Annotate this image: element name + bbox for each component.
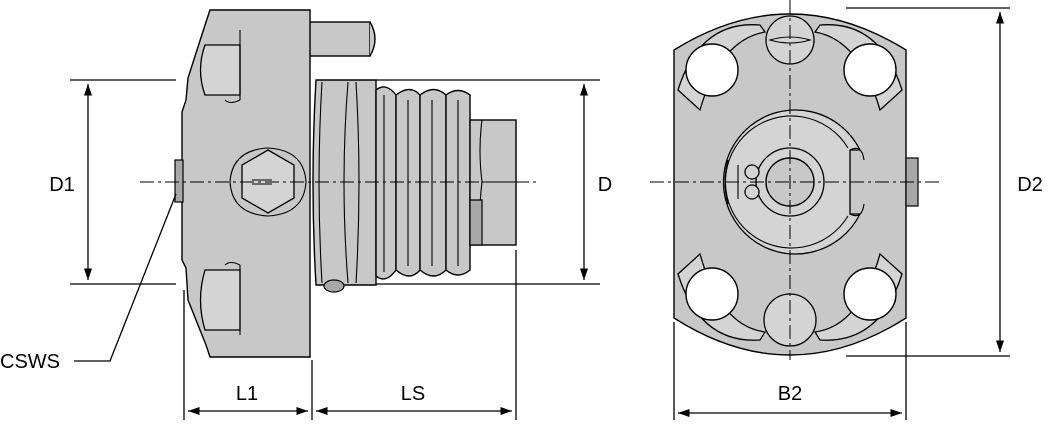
csws-leader: CSWS xyxy=(0,193,177,373)
csws-label: CSWS xyxy=(0,351,60,373)
mounting-hole-top-left xyxy=(685,43,739,97)
front-view xyxy=(650,0,940,360)
l1-label: L1 xyxy=(236,383,258,405)
d-label: D xyxy=(598,174,612,196)
side-view xyxy=(140,9,540,358)
d-dimension: D xyxy=(376,79,618,285)
d1-label: D1 xyxy=(49,174,75,196)
mounting-hole-bottom-left xyxy=(685,267,739,321)
length-dimensions: L1 LS xyxy=(183,250,517,420)
mounting-hole-bottom-right xyxy=(843,267,897,321)
b2-dimension: B2 xyxy=(673,322,907,420)
b2-label: B2 xyxy=(778,383,802,405)
top-pin xyxy=(305,21,376,57)
serrations xyxy=(375,86,471,280)
d2-dimension: D2 xyxy=(846,7,1049,357)
ls-label: LS xyxy=(401,383,425,405)
mounting-hole-top-right xyxy=(843,43,897,97)
d1-dimension: D1 xyxy=(46,79,176,285)
d2-label: D2 xyxy=(1017,174,1043,196)
